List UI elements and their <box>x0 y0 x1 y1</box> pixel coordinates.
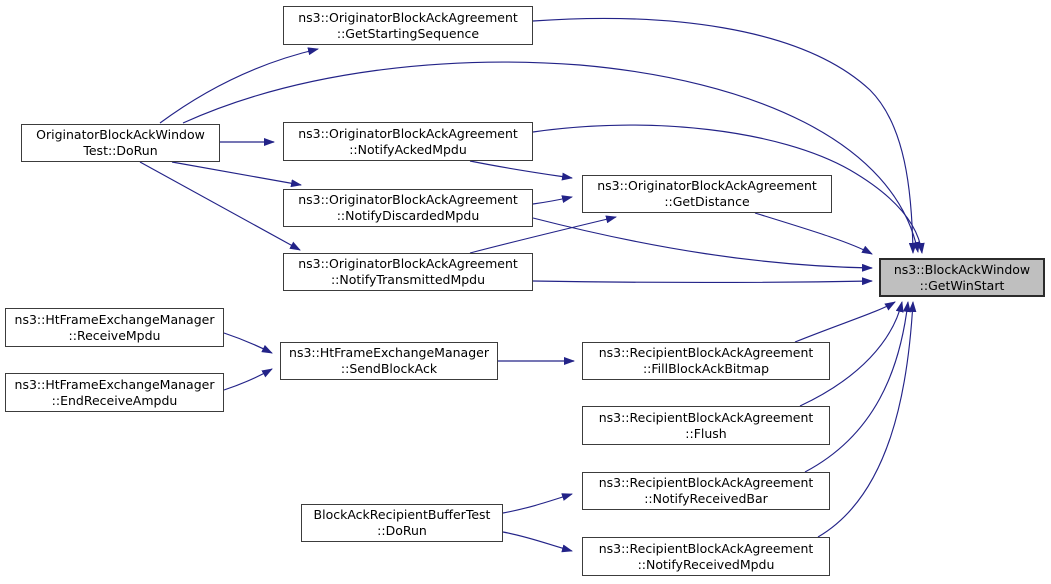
node-label-line: ::NotifyReceivedMpdu <box>637 556 775 572</box>
node-label-line: ns3::RecipientBlockAckAgreement <box>598 475 814 490</box>
node-label-line: ::GetWinStart <box>919 277 1005 293</box>
node-label-line: ns3::OriginatorBlockAckAgreement <box>298 256 518 271</box>
node-get-distance[interactable]: ns3::OriginatorBlockAckAgreement::GetDis… <box>582 175 832 213</box>
node-label-line: ns3::RecipientBlockAckAgreement <box>598 409 814 425</box>
node-send-block-ack[interactable]: ns3::HtFrameExchangeManager::SendBlockAc… <box>280 342 498 380</box>
node-notify-transmitted-mpdu[interactable]: ns3::OriginatorBlockAckAgreement::Notify… <box>283 253 533 291</box>
node-label-line: ::EndReceiveAmpdu <box>51 392 178 408</box>
node-end-receive-ampdu[interactable]: ns3::HtFrameExchangeManager::EndReceiveA… <box>5 373 224 412</box>
edges-group <box>139 17 925 553</box>
node-label-line: ns3::OriginatorBlockAckAgreement <box>597 178 817 193</box>
node-label-line: ::NotifyReceivedBar <box>644 491 768 506</box>
edge-originator-window-test-dorun-to-get-starting-sequence <box>159 47 319 124</box>
node-label-line: ns3::OriginatorBlockAckAgreement <box>298 125 518 141</box>
node-label-line: ns3::RecipientBlockAckAgreement <box>598 540 814 556</box>
edge-notify-discarded-mpdu-to-get-distance <box>532 195 573 205</box>
node-label-line: ::NotifyDiscardedMpdu <box>336 208 480 223</box>
node-receive-mpdu[interactable]: ns3::HtFrameExchangeManager::ReceiveMpdu <box>5 308 224 347</box>
node-label-line: ns3::HtFrameExchangeManager <box>14 376 215 392</box>
node-label-line: OriginatorBlockAckWindow <box>36 127 205 142</box>
node-notify-received-mpdu[interactable]: ns3::RecipientBlockAckAgreement::NotifyR… <box>582 537 830 576</box>
node-label-line: ::DoRun <box>377 523 427 538</box>
node-label-line: ns3::HtFrameExchangeManager <box>289 345 489 360</box>
edge-end-receive-ampdu-to-send-block-ack <box>223 368 273 391</box>
edge-notify-transmitted-mpdu-to-get-win-start <box>532 277 873 286</box>
edge-notify-discarded-mpdu-to-get-win-start <box>532 217 873 272</box>
edge-fill-block-ack-bitmap-to-get-win-start <box>794 301 896 343</box>
node-label-line: ::FillBlockAckBitmap <box>642 361 770 376</box>
node-label-line: ::NotifyAckedMpdu <box>349 141 467 157</box>
edge-notify-acked-mpdu-to-get-distance <box>469 160 573 181</box>
edge-notify-received-mpdu-to-get-win-start <box>817 301 917 538</box>
node-notify-discarded-mpdu[interactable]: ns3::OriginatorBlockAckAgreement::Notify… <box>283 189 533 227</box>
node-label-line: BlockAckRecipientBufferTest <box>313 507 491 522</box>
edge-notify-received-bar-to-get-win-start <box>804 301 911 473</box>
node-notify-received-bar[interactable]: ns3::RecipientBlockAckAgreement::NotifyR… <box>582 472 830 510</box>
node-flush[interactable]: ns3::RecipientBlockAckAgreement::Flush <box>582 406 830 445</box>
edge-originator-window-test-dorun-to-get-win-start <box>182 61 920 253</box>
edge-notify-acked-mpdu-to-get-win-start <box>532 124 925 254</box>
node-label-line: ::Flush <box>685 425 727 441</box>
node-label-line: ::SendBlockAck <box>340 361 438 376</box>
node-notify-acked-mpdu[interactable]: ns3::OriginatorBlockAckAgreement::Notify… <box>283 122 533 161</box>
node-get-starting-sequence[interactable]: ns3::OriginatorBlockAckAgreement::GetSta… <box>283 6 533 45</box>
edge-receive-mpdu-to-send-block-ack <box>223 332 273 354</box>
node-label-line: ns3::OriginatorBlockAckAgreement <box>298 192 518 207</box>
node-label-line: ::ReceiveMpdu <box>68 327 161 343</box>
node-get-win-start: ns3::BlockAckWindow::GetWinStart <box>879 258 1045 297</box>
edge-originator-window-test-dorun-to-notify-transmitted-mpdu <box>139 161 301 251</box>
node-recipient-buffer-test-dorun[interactable]: BlockAckRecipientBufferTest::DoRun <box>301 504 503 542</box>
edge-get-starting-sequence-to-get-win-start <box>532 17 917 254</box>
edge-flush-to-get-win-start <box>799 301 904 407</box>
node-label-line: ns3::RecipientBlockAckAgreement <box>598 345 814 360</box>
edge-recipient-buffer-test-dorun-to-notify-received-mpdu <box>502 531 573 553</box>
node-label-line: ::GetStartingSequence <box>336 25 480 41</box>
node-label-line: ns3::BlockAckWindow <box>893 261 1031 277</box>
node-label-line: Test::DoRun <box>83 143 158 158</box>
edge-notify-transmitted-mpdu-to-get-distance <box>469 215 617 254</box>
node-label-line: ns3::OriginatorBlockAckAgreement <box>298 9 518 25</box>
node-fill-block-ack-bitmap[interactable]: ns3::RecipientBlockAckAgreement::FillBlo… <box>582 342 830 380</box>
node-label-line: ::NotifyTransmittedMpdu <box>330 272 486 287</box>
edge-get-distance-to-get-win-start <box>754 212 873 255</box>
edge-originator-window-test-dorun-to-notify-discarded-mpdu <box>171 161 302 188</box>
edge-recipient-buffer-test-dorun-to-notify-received-bar <box>502 493 573 514</box>
node-label-line: ns3::HtFrameExchangeManager <box>14 311 215 327</box>
node-label-line: ::GetDistance <box>664 194 750 209</box>
